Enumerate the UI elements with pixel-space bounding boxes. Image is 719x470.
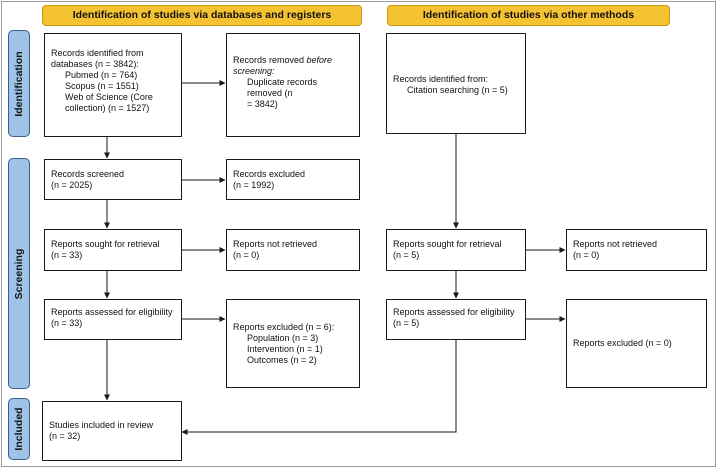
text-line: Scopus (n = 1551) [65,81,139,91]
text-line: Reports sought for retrieval [393,239,502,249]
text-segment-italic: before [306,55,333,65]
text-line: Web of Science (Core [65,92,153,102]
text-line: (n = 1992) [233,180,275,190]
phase-screening: Screening [8,158,30,389]
text-line: Duplicate records removed (n [247,77,318,98]
text-line: (n = 33) [51,250,83,260]
phase-included: Included [8,398,30,460]
box-studies-included: Studies included in review (n = 32) [42,401,182,461]
text-line: Records identified from: [393,74,489,84]
phase-identification: Identification [8,30,30,137]
box-reports-sought: Reports sought for retrieval (n = 33) [44,229,182,271]
box-other-reports-assessed: Reports assessed for eligibility (n = 5) [386,299,526,340]
text-line: Outcomes (n = 2) [247,355,317,365]
box-records-screened: Records screened (n = 2025) [44,159,182,200]
text-line: Reports excluded (n = 6): [233,322,335,332]
arrow-other-assessed-to-included [181,340,457,435]
box-reports-not-retrieved: Reports not retrieved (n = 0) [226,229,360,271]
text-segment: Records removed [233,55,307,65]
header-other-methods: Identification of studies via other meth… [387,5,670,26]
text-line: (n = 33) [51,318,83,328]
text-line: Reports sought for retrieval [51,239,160,249]
text-line: Citation searching (n = 5) [407,85,508,95]
text-line: Pubmed (n = 764) [65,70,138,80]
text-line: databases (n = 3842): [51,59,139,69]
box-other-records-identified: Records identified from: Citation search… [386,33,526,134]
box-records-excluded: Records excluded (n = 1992) [226,159,360,200]
text-line: screening: [233,66,275,76]
text-line: (n = 0) [233,250,260,260]
text-line: Records identified from [51,48,144,58]
text-line: Reports excluded (n = 0) [573,338,672,348]
text-line: Reports not retrieved [573,239,658,249]
text-line: = 3842) [247,99,278,109]
text-line: collection) (n = 1527) [65,103,150,113]
text-line: Reports assessed for eligibility [393,307,515,317]
box-reports-assessed: Reports assessed for eligibility (n = 33… [44,299,182,340]
text-line: Records screened [51,169,125,179]
text-line: Intervention (n = 1) [247,344,323,354]
text-line: (n = 5) [393,250,420,260]
text-line: Records removed before [233,55,353,66]
text-line: Reports not retrieved [233,239,318,249]
box-records-identified: Records identified from databases (n = 3… [44,33,182,137]
box-other-reports-sought: Reports sought for retrieval (n = 5) [386,229,526,271]
box-records-removed: Records removed before screening: Duplic… [226,33,360,137]
text-line: Population (n = 3) [247,333,319,343]
box-other-reports-not-retrieved: Reports not retrieved (n = 0) [566,229,707,271]
text-line: Reports assessed for eligibility [51,307,173,317]
box-other-reports-excluded: Reports excluded (n = 0) [566,299,707,388]
text-line: (n = 32) [49,431,81,441]
text-line: Records excluded [233,169,306,179]
text-line: (n = 2025) [51,180,93,190]
header-databases: Identification of studies via databases … [42,5,362,26]
text-line: Studies included in review [49,420,154,430]
text-line: (n = 5) [393,318,420,328]
box-reports-excluded: Reports excluded (n = 6): Population (n … [226,299,360,388]
text-line: (n = 0) [573,250,600,260]
